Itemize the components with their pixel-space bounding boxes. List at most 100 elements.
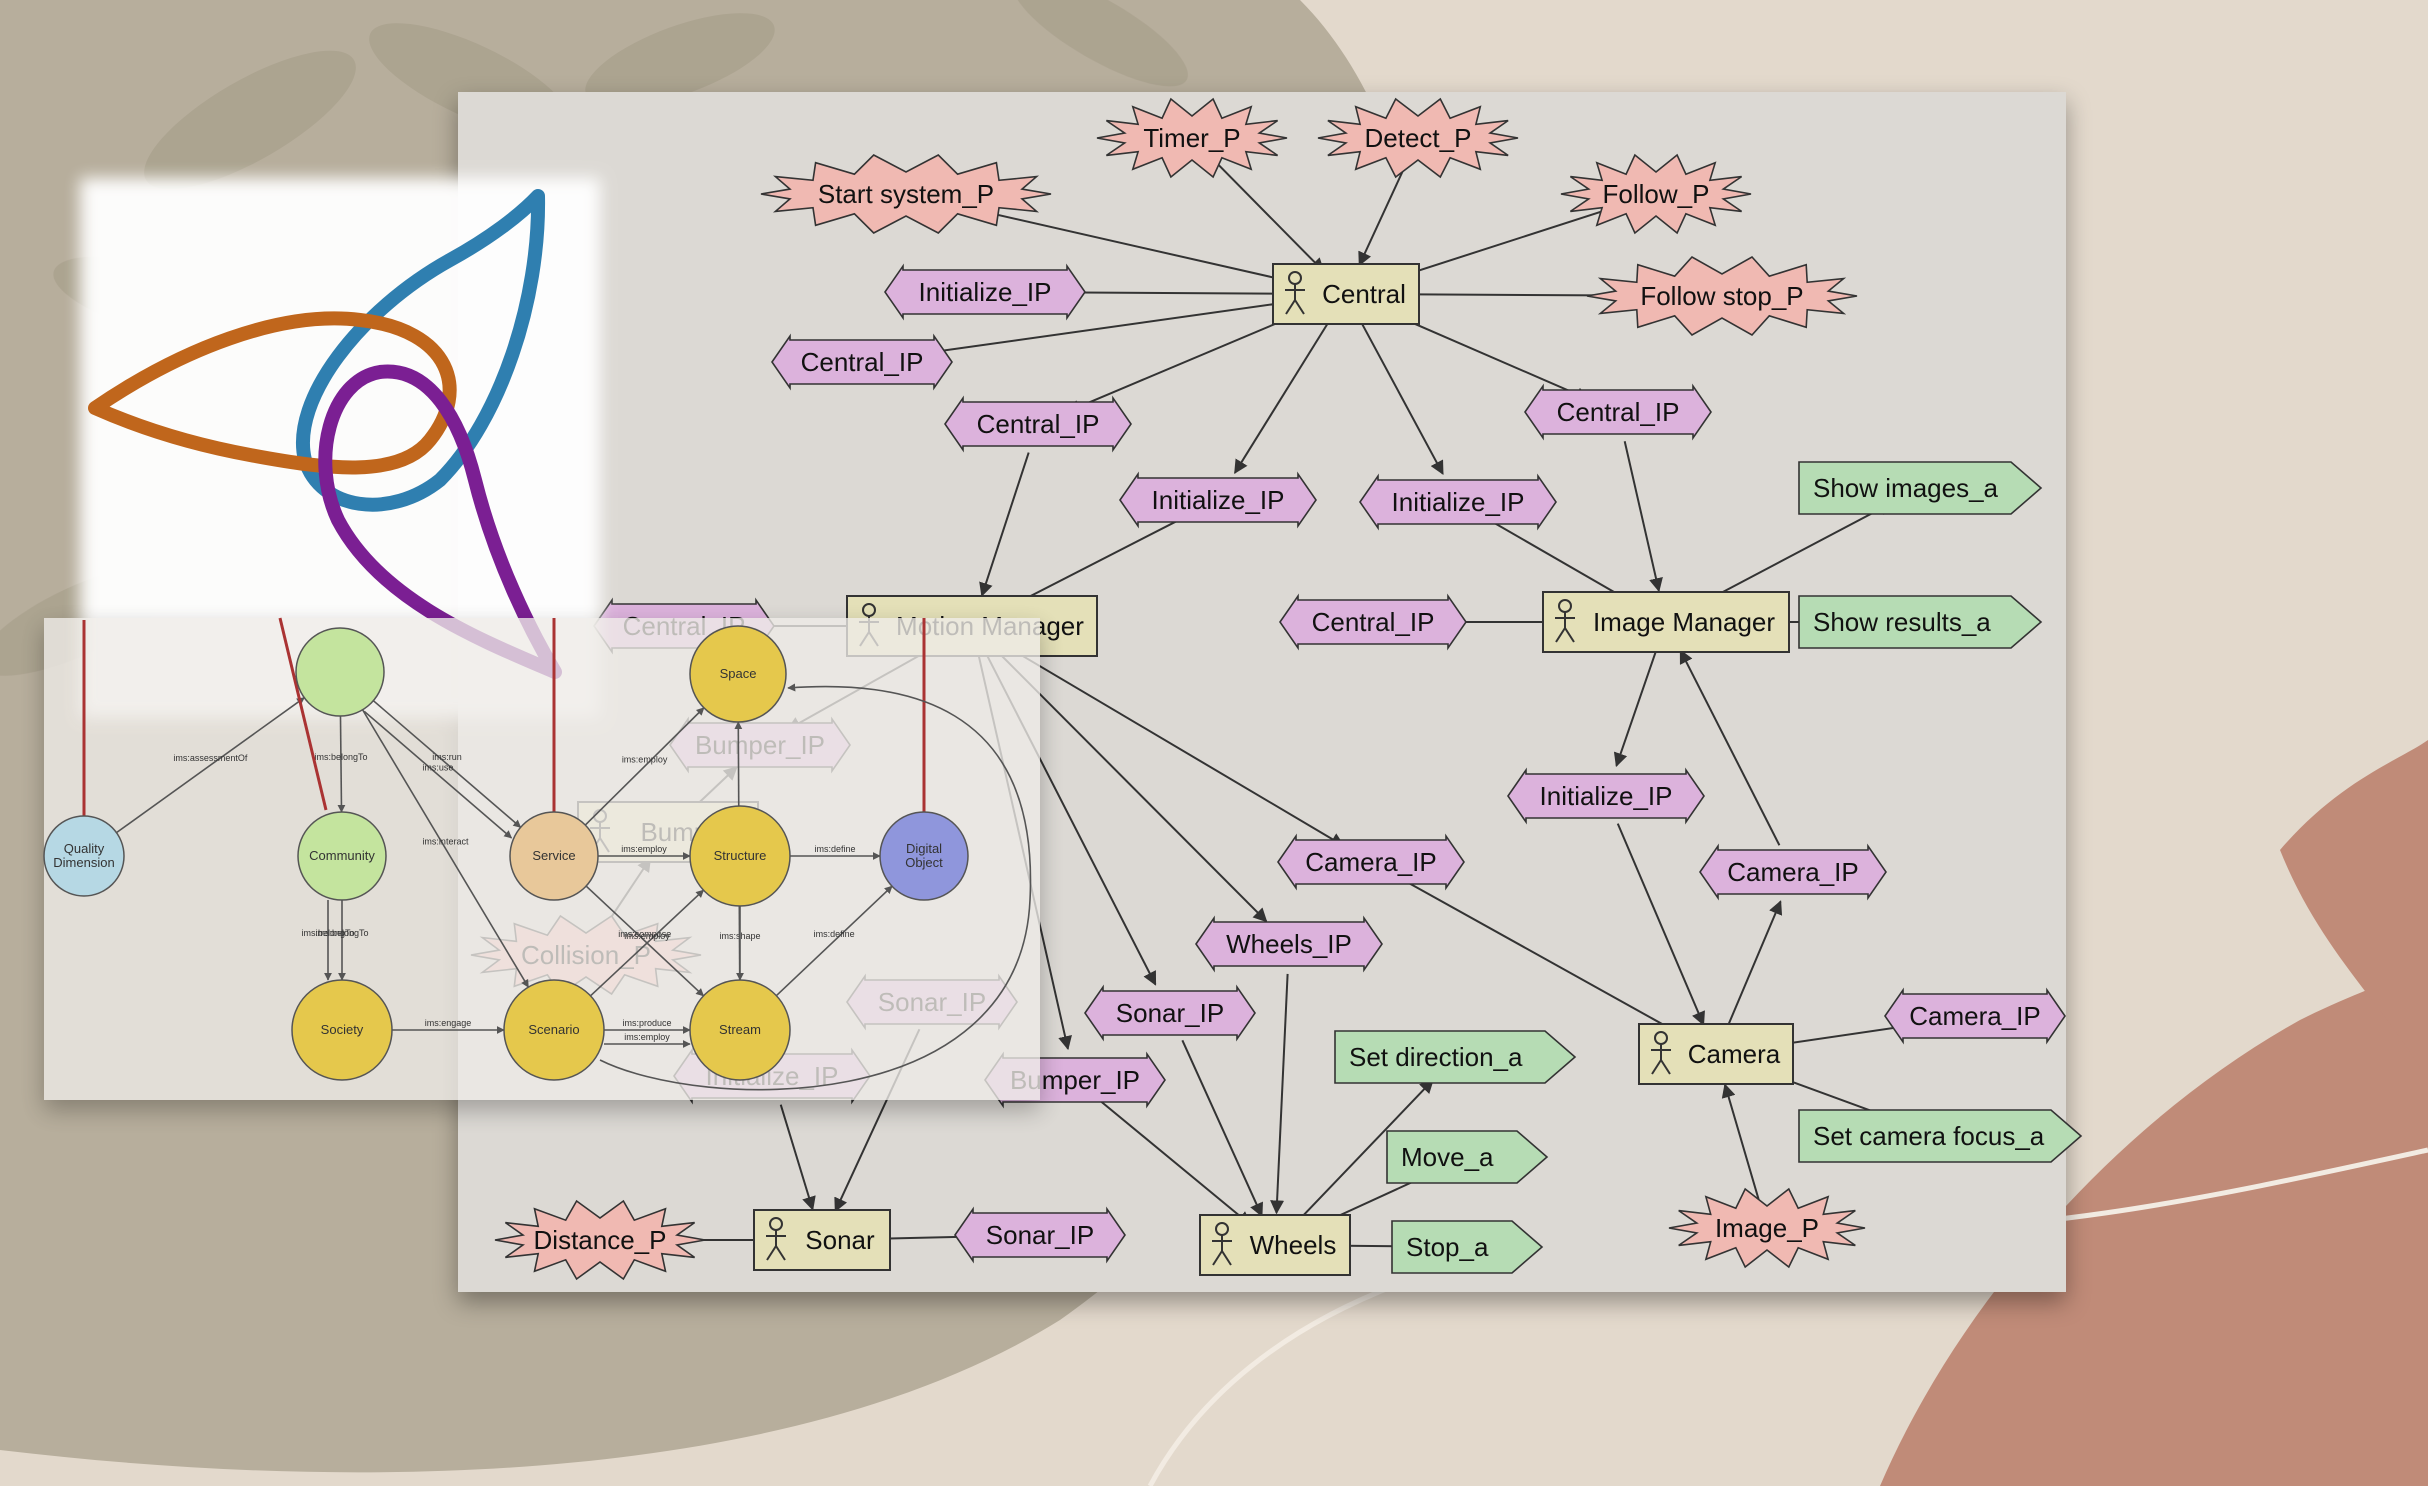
node-show_images[interactable]: Show images_a: [1798, 461, 2043, 515]
node-cam_ip2[interactable]: Camera_IP: [1699, 843, 1887, 901]
node-start_system[interactable]: Start system_P: [760, 154, 1052, 234]
agent-figure-icon: [1212, 1222, 1232, 1266]
ontology-edge-label: ims:engage: [425, 1018, 472, 1028]
node-label: Camera: [1688, 1039, 1781, 1069]
protocol-shape: [944, 395, 1132, 453]
ontology-node-structure[interactable]: Structure: [689, 805, 791, 907]
node-sonar[interactable]: Sonar: [753, 1209, 891, 1271]
agent-figure-icon: [1285, 271, 1305, 315]
node-label: Initialize_IP: [919, 277, 1052, 307]
edge-cam_ip2-image_manager: [1679, 649, 1781, 846]
node-label: Timer_P: [1143, 123, 1240, 153]
node-set_focus[interactable]: Set camera focus_a: [1798, 1109, 2083, 1163]
node-image_manager[interactable]: Image Manager: [1542, 591, 1790, 653]
node-follow[interactable]: Follow_P: [1560, 153, 1752, 235]
node-set_direction[interactable]: Set direction_a: [1334, 1030, 1577, 1084]
node-central[interactable]: Central: [1272, 263, 1420, 325]
node-cip2[interactable]: Central_IP: [944, 395, 1132, 453]
logo-mark: [88, 189, 562, 679]
node-label: Image_P: [1715, 1213, 1819, 1243]
ontology-node-circle: [295, 627, 385, 717]
node-wheels_ip[interactable]: Wheels_IP: [1195, 915, 1383, 973]
node-cip4[interactable]: Central_IP: [1279, 593, 1467, 651]
ontology-red-link: [278, 617, 328, 811]
ontology-edge-label: ims:employ: [621, 844, 667, 854]
node-move[interactable]: Move_a: [1386, 1130, 1549, 1184]
node-cip3[interactable]: Central_IP: [1524, 383, 1712, 441]
node-label: Central_IP: [977, 409, 1100, 439]
ontology-edge: [584, 707, 705, 826]
ontology-node-stream[interactable]: Stream: [689, 979, 791, 1081]
ontology-node-society[interactable]: Society: [291, 979, 393, 1081]
node-label: Initialize_IP: [1540, 781, 1673, 811]
ontology-node-label: Quality: [64, 841, 105, 856]
ontology-edge-label: ims:define: [814, 844, 855, 854]
ontology-edge: [337, 715, 346, 813]
node-label: Camera_IP: [1305, 847, 1437, 877]
logo-purple-leaf: [318, 364, 562, 679]
percept-shape: [1560, 153, 1752, 235]
node-camera[interactable]: Camera: [1638, 1023, 1794, 1085]
node-sonar_ip1[interactable]: Sonar_IP: [1084, 984, 1256, 1042]
ontology-node-label: Service: [532, 848, 575, 863]
node-label: Sonar_IP: [1116, 998, 1224, 1028]
node-show_results[interactable]: Show results_a: [1798, 595, 2043, 649]
agent-shape: [1542, 591, 1790, 653]
ontology-edge: [372, 700, 522, 828]
node-init1[interactable]: Initialize_IP: [884, 263, 1086, 321]
ontology-node-service[interactable]: Service: [509, 811, 599, 901]
percept-shape: [1317, 97, 1519, 179]
edge-camera-cam_ip2: [1726, 900, 1783, 1027]
ontology-edge: [585, 885, 705, 997]
node-label: Distance_P: [534, 1225, 667, 1255]
protocol-shape: [1359, 473, 1557, 531]
ontology-node-circle: [43, 815, 125, 897]
node-detect[interactable]: Detect_P: [1317, 97, 1519, 179]
node-wheels[interactable]: Wheels: [1199, 1214, 1351, 1276]
edge-image_manager-show_images: [1692, 502, 1893, 609]
node-cip1[interactable]: Central_IP: [771, 333, 953, 391]
node-cam_ip3[interactable]: Camera_IP: [1884, 987, 2066, 1045]
node-timer[interactable]: Timer_P: [1096, 97, 1288, 179]
protocol-shape: [1524, 383, 1712, 441]
node-init3[interactable]: Initialize_IP: [1359, 473, 1557, 531]
node-sonar_ip3[interactable]: Sonar_IP: [954, 1206, 1126, 1264]
ontology-node-scenario[interactable]: Scenario: [503, 979, 605, 1081]
percept-shape: [1668, 1187, 1866, 1269]
node-label: Show images_a: [1813, 473, 1999, 503]
ontology-node-label: Digital: [906, 841, 942, 856]
node-init2[interactable]: Initialize_IP: [1119, 471, 1317, 529]
edge-wheels_ip-wheels: [1270, 973, 1289, 1215]
agent-figure-icon: [766, 1217, 786, 1261]
ontology-edge-label: ims:belongTo: [315, 928, 368, 938]
ontology-node-space[interactable]: Space: [689, 625, 787, 723]
ontology-node-label: Stream: [719, 1022, 761, 1037]
node-stop[interactable]: Stop_a: [1391, 1220, 1544, 1274]
ontology-node-actor[interactable]: [295, 627, 385, 717]
node-distance[interactable]: Distance_P: [494, 1199, 706, 1281]
agent-figure-icon: [1651, 1031, 1671, 1075]
node-label: Camera_IP: [1909, 1001, 2041, 1031]
node-init4[interactable]: Initialize_IP: [1507, 767, 1705, 825]
node-label: Set camera focus_a: [1813, 1121, 2045, 1151]
logo-orange-leaf: [88, 311, 457, 475]
ontology-node-community[interactable]: Community: [297, 811, 387, 901]
ontology-edge-label: ims:employ: [624, 931, 670, 941]
action-shape: [1798, 1109, 2083, 1163]
protocol-shape: [884, 263, 1086, 321]
node-follow_stop[interactable]: Follow stop_P: [1586, 255, 1858, 337]
edge-cip3-image_manager: [1623, 441, 1663, 593]
node-image_p[interactable]: Image_P: [1668, 1187, 1866, 1269]
action-shape: [1334, 1030, 1577, 1084]
edge-detect-central: [1358, 164, 1407, 267]
edge-central-init3: [1359, 319, 1444, 476]
node-label: Image Manager: [1593, 607, 1775, 637]
node-cam_ip1[interactable]: Camera_IP: [1277, 833, 1465, 891]
protocol-shape: [1279, 593, 1467, 651]
protocol-shape: [1277, 833, 1465, 891]
ontology-edge: [361, 709, 530, 988]
percept-shape: [760, 154, 1052, 234]
